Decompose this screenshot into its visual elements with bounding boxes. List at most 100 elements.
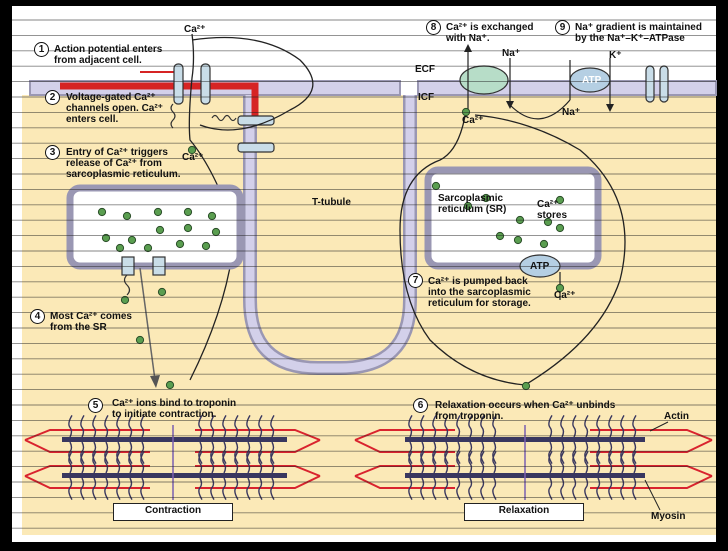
sarcomere-relaxation (354, 425, 713, 500)
myosin-head-icon (620, 477, 625, 500)
step-5-line-1: Ca²⁺ ions bind to troponin (112, 398, 237, 409)
calcium-ion (157, 287, 167, 297)
step-3-line-3: sarcoplasmic reticulum. (66, 169, 181, 180)
k-label: K⁺ (609, 50, 622, 61)
myosin-label: Myosin (651, 511, 686, 522)
myosin-head-icon (492, 451, 497, 474)
sr-left (66, 184, 244, 270)
calcium-ion (211, 227, 221, 237)
atpase-k-arrowhead (606, 104, 614, 112)
step-6-line-1: Relaxation occurs when Ca²⁺ unbinds (435, 400, 616, 411)
myosin-head-icon (92, 477, 97, 500)
myosin-head-icon (492, 477, 497, 500)
myosin-head-icon (210, 415, 215, 438)
myosin-head-icon (632, 451, 637, 474)
step-2-line-2: channels open. Ca²⁺ (66, 103, 163, 114)
myosin-head-icon (258, 451, 263, 474)
step-7-line-2: into the sarcoplasmic (428, 287, 531, 298)
contraction-label: Contraction (113, 503, 233, 521)
step-3-line-1: Entry of Ca²⁺ triggers (66, 147, 168, 158)
actin-label: Actin (664, 411, 689, 422)
calcium-ion (155, 225, 165, 235)
ca-stores-label-1: Ca²⁺ (537, 199, 559, 210)
ca-return-line (399, 109, 526, 386)
myosin-head-icon (210, 477, 215, 500)
myosin-head-icon (80, 451, 85, 474)
step-7-line-3: reticulum for storage. (428, 298, 531, 309)
step-1-badge: 1 (34, 42, 49, 57)
ryr-receptor (237, 142, 275, 153)
step-1-line-1: Action potential enters (54, 44, 163, 55)
myosin-head-icon (548, 477, 553, 500)
myosin-head-icon (572, 477, 577, 500)
myosin-head-icon (572, 415, 577, 438)
actin-pointer (649, 421, 669, 432)
myosin-head-icon (632, 477, 637, 500)
calcium-ion (165, 380, 175, 390)
calcium-ion (183, 223, 193, 233)
myosin-head-icon (104, 415, 109, 438)
myosin-head-icon (222, 451, 227, 474)
myosin-head-icon (432, 415, 437, 438)
na-label-1: Na⁺ (502, 48, 521, 59)
myosin-head-icon (560, 451, 565, 474)
step-9-line-2: by the Na⁺–K⁺–ATPase (575, 33, 685, 44)
myosin-head-icon (432, 477, 437, 500)
myosin-pointer (644, 479, 661, 511)
myosin-head-icon (468, 477, 473, 500)
myosin-head-icon (210, 451, 215, 474)
myosin-head-icon (596, 415, 601, 438)
ruled-lines (12, 19, 716, 529)
myosin-head-icon (198, 415, 203, 438)
myosin-head-icon (456, 451, 461, 474)
calcium-ion (201, 241, 211, 251)
myosin-head-icon (234, 451, 239, 474)
receptor-coil-icon (211, 114, 237, 122)
calcium-ion (135, 335, 145, 345)
myosin-head-icon (92, 451, 97, 474)
step-6-badge: 6 (413, 398, 428, 413)
myosin-head-icon (140, 415, 145, 438)
step-9-badge: 9 (555, 20, 570, 35)
t-tubule-label: T-tubule (312, 197, 351, 208)
cytoplasm-area (22, 95, 716, 535)
myosin-head-icon (68, 451, 73, 474)
calcium-ion (539, 239, 549, 249)
myosin-head-icon (80, 477, 85, 500)
myosin-head-icon (116, 415, 121, 438)
sarcomere-contraction (24, 425, 321, 500)
myosin-head-icon (80, 415, 85, 438)
myosin-head-icon (560, 477, 565, 500)
myosin-head-icon (548, 451, 553, 474)
step-7-line-1: Ca²⁺ is pumped back (428, 276, 528, 287)
calcium-ion (143, 243, 153, 253)
atp-pump-label: ATP (582, 75, 602, 86)
step-4-badge: 4 (30, 309, 45, 324)
step-8-badge: 8 (426, 20, 441, 35)
ca-stores-label-2: stores (537, 210, 568, 221)
calcium-ion (97, 207, 107, 217)
calcium-ion (175, 239, 185, 249)
ca-exchanger-label: Ca²⁺ (462, 115, 484, 126)
step-5-line-2: to initiate contraction. (112, 409, 217, 420)
myosin-head-icon (258, 477, 263, 500)
myosin-head-icon (116, 451, 121, 474)
step-9-line-1: Na⁺ gradient is maintained (575, 22, 702, 33)
icf-label: ICF (418, 92, 435, 103)
ryr-tail-icon (123, 274, 131, 296)
myosin-head-icon (608, 451, 613, 474)
myosin-head-icon (246, 477, 251, 500)
myosin-head-icon (492, 415, 497, 438)
ca-loop-line (191, 36, 314, 131)
ecf-label: ECF (415, 64, 435, 75)
calcium-ion (555, 223, 565, 233)
myosin-head-icon (104, 451, 109, 474)
myosin-head-icon (420, 451, 425, 474)
ca-pump-label: Ca²⁺ (554, 290, 576, 301)
sr-label-1: Sarcoplasmic (438, 193, 504, 204)
myosin-head-icon (258, 415, 263, 438)
myosin-head-icon (270, 415, 275, 438)
step-2-badge: 2 (45, 90, 60, 105)
